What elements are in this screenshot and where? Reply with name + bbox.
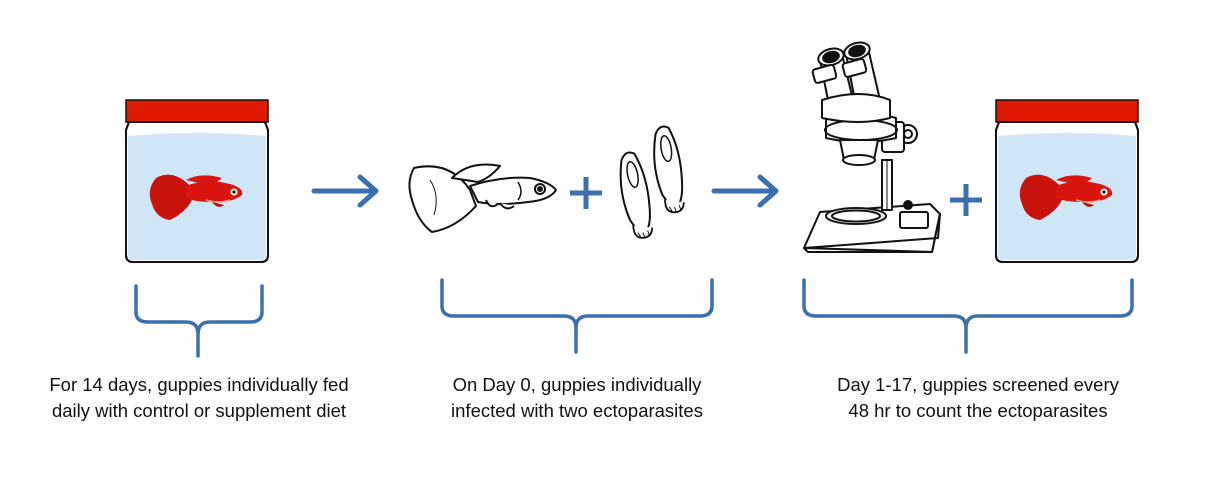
curly-bracket-icon	[134, 284, 264, 358]
step-2-caption-line-2: infected with two ectoparasites	[451, 400, 703, 421]
stereo-microscope-icon	[803, 41, 941, 253]
plus-icon	[570, 177, 602, 209]
jar-with-red-guppy-icon	[125, 99, 269, 263]
step-2-caption-line-1: On Day 0, guppies individually	[452, 374, 702, 395]
guppy-outline-icon	[408, 163, 557, 233]
ectoparasite-icon	[613, 149, 659, 243]
step-1-caption-line-2: daily with control or supplement diet	[51, 400, 347, 421]
arrow-right-icon	[314, 177, 376, 205]
curly-bracket-icon	[440, 278, 714, 354]
step-1-caption: For 14 days, guppies individually fed da…	[0, 372, 398, 424]
curly-bracket-icon	[802, 278, 1134, 354]
step-1-caption-line-1: For 14 days, guppies individually fed	[49, 374, 349, 395]
step-3-caption: Day 1-17, guppies screened every 48 hr t…	[778, 372, 1178, 424]
step-3-caption-line-2: 48 hr to count the ectoparasites	[848, 400, 1108, 421]
step-3-caption-line-1: Day 1-17, guppies screened every	[837, 374, 1119, 395]
plus-icon	[950, 184, 982, 216]
ectoparasite-icon	[647, 123, 690, 217]
jar-with-red-guppy-icon	[995, 99, 1139, 263]
arrow-right-icon	[714, 177, 776, 205]
step-2-caption: On Day 0, guppies individually infected …	[377, 372, 777, 424]
